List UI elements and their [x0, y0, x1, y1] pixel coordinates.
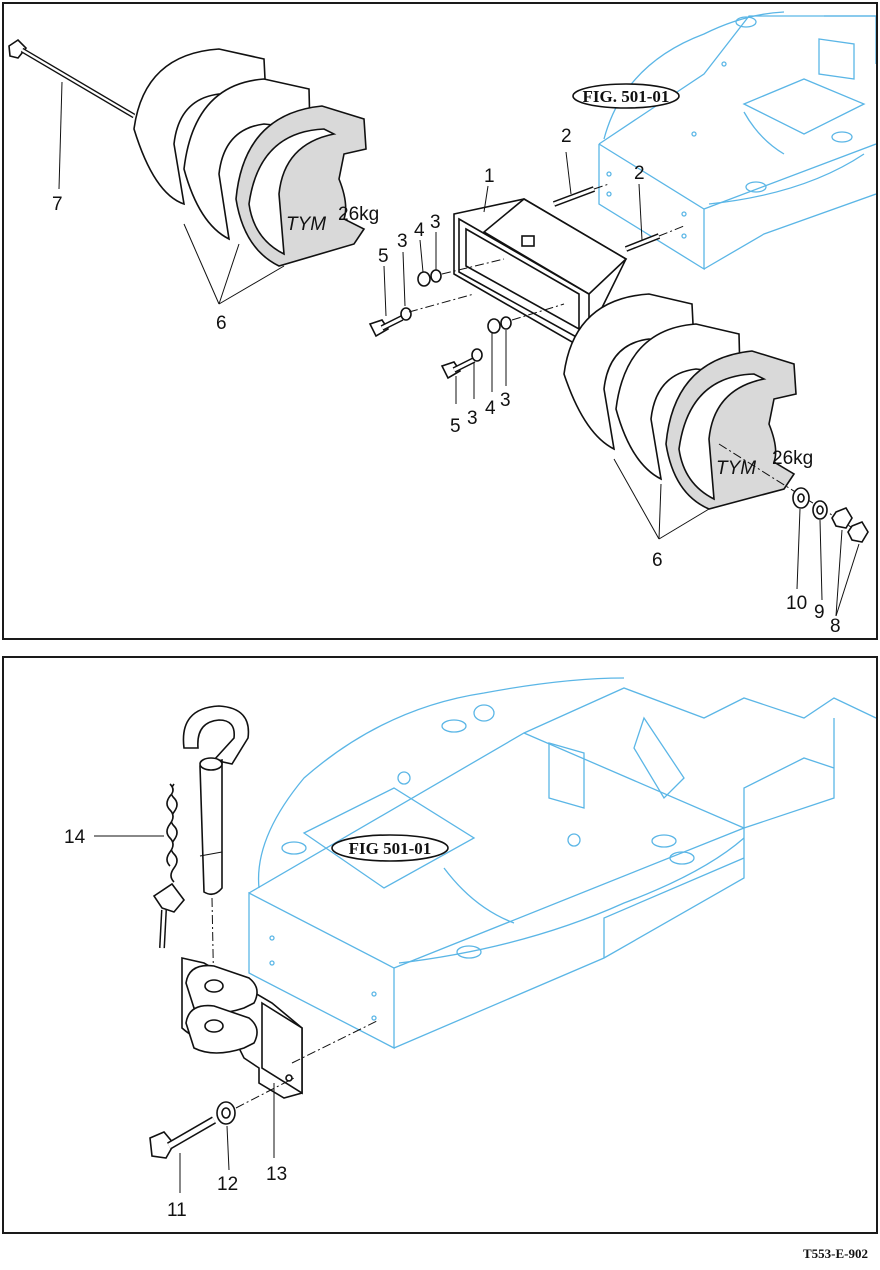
- weight-stack-left: TYM 26kg: [133, 48, 379, 305]
- callout-1: 1: [484, 166, 495, 187]
- drawbar-diagram: FIG 501-01 14 13 12 11: [64, 677, 876, 1221]
- hitch-pin-assembly: [94, 705, 250, 1004]
- fasteners-upper: [368, 232, 505, 338]
- svg-text:FIG 501-01: FIG 501-01: [349, 839, 432, 858]
- callout-14: 14: [64, 827, 86, 848]
- exploded-view-front-weights: TYM 26kg: [2, 2, 878, 640]
- weight-mark-left: 26kg: [338, 204, 379, 225]
- callout-6a: 6: [216, 313, 227, 334]
- callout-8: 8: [830, 616, 841, 637]
- callouts-top: 1 2 2 5 3 4 3 5 3 4 3 7 6 6 10 9 8: [52, 126, 841, 637]
- callout-3d: 3: [500, 390, 511, 411]
- long-bolt: [8, 38, 136, 190]
- exploded-view-drawbar: FIG 501-01 14 13 12 11: [2, 656, 878, 1234]
- callouts-bottom: 14 13 12 11: [64, 827, 287, 1221]
- callout-9: 9: [814, 602, 825, 623]
- callout-4a: 4: [414, 220, 425, 241]
- document-code: T553-E-902: [803, 1246, 868, 1261]
- fasteners-lower: [440, 303, 565, 404]
- callout-3b: 3: [430, 212, 441, 233]
- brand-mark-right: TYM: [716, 458, 756, 479]
- figure-reference-bottom: FIG 501-01: [331, 834, 449, 862]
- weight-bracket: [453, 185, 628, 348]
- studs: [552, 151, 685, 252]
- callout-7: 7: [52, 194, 63, 215]
- callout-6b: 6: [652, 550, 663, 571]
- callout-3a: 3: [397, 231, 408, 252]
- weight-mark-right: 26kg: [772, 448, 813, 469]
- washers-and-nuts: [718, 443, 869, 617]
- callout-13: 13: [266, 1164, 287, 1185]
- svg-text:FIG. 501-01: FIG. 501-01: [583, 87, 670, 106]
- drawbar-bracket: [181, 956, 380, 1158]
- figure-reference-top: FIG. 501-01: [572, 83, 680, 109]
- callout-3c: 3: [467, 408, 478, 429]
- callout-5b: 5: [450, 416, 461, 437]
- weight-stack-right: TYM 26kg: [563, 293, 813, 540]
- drawbar-bolt-washer: [149, 1077, 295, 1193]
- callout-2b: 2: [634, 163, 645, 184]
- front-weights-diagram: TYM 26kg: [8, 11, 876, 637]
- tractor-frame-bottom: [248, 677, 876, 1050]
- brand-mark-left: TYM: [286, 214, 326, 235]
- tractor-frame-top: [598, 11, 876, 271]
- callout-4b: 4: [485, 398, 496, 419]
- callout-11: 11: [167, 1200, 187, 1221]
- callout-5a: 5: [378, 246, 389, 267]
- callout-2a: 2: [561, 126, 572, 147]
- callout-10: 10: [786, 593, 807, 614]
- callout-12: 12: [217, 1174, 238, 1195]
